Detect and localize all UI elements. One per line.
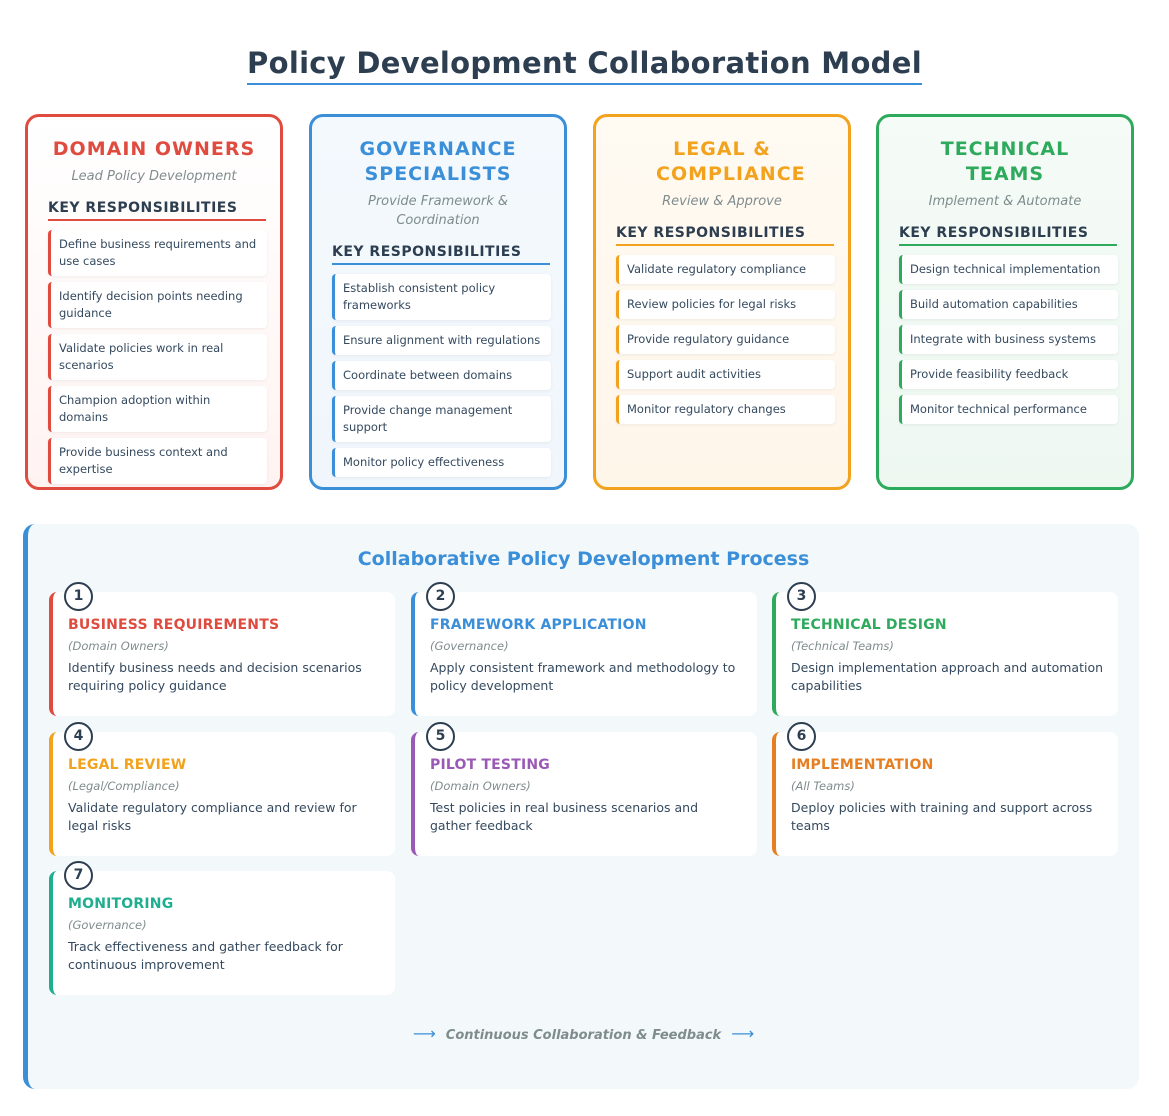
- responsibility-item: Champion adoption within domains: [48, 386, 267, 432]
- responsibility-item: Establish consistent policy frameworks: [332, 274, 551, 320]
- role-card-domain-owners: DOMAIN OWNERS Lead Policy Development KE…: [25, 114, 283, 490]
- step-description: Apply consistent framework and methodolo…: [430, 660, 736, 693]
- process-step-business-requirements: 1 BUSINESS REQUIREMENTS (Domain Owners) …: [49, 582, 395, 716]
- role-subtitle: Review & Approve: [662, 194, 782, 209]
- role-name: TECHNICAL TEAMS: [940, 138, 1070, 185]
- role-subtitle: Lead Policy Development: [71, 169, 237, 184]
- step-description: Validate regulatory compliance and revie…: [68, 800, 357, 833]
- process-title: Collaborative Policy Development Process: [357, 548, 810, 570]
- role-subtitle: Provide Framework & Coordination: [367, 194, 508, 228]
- step-title: PILOT TESTING: [430, 757, 550, 773]
- responsibility-item: Validate policies work in real scenarios: [48, 334, 267, 380]
- page-title-wrap: Policy Development Collaboration Model: [0, 46, 1169, 85]
- step-description: Track effectiveness and gather feedback …: [68, 939, 343, 972]
- process-step-technical-design: 3 TECHNICAL DESIGN (Technical Teams) Des…: [772, 582, 1118, 716]
- responsibility-item: Design technical implementation: [899, 255, 1118, 284]
- process-step-monitoring: 7 MONITORING (Governance) Track effectiv…: [49, 861, 395, 995]
- step-number: 7: [64, 861, 93, 890]
- step-number: 1: [64, 582, 93, 611]
- step-number: 3: [787, 582, 816, 611]
- responsibilities-heading: KEY RESPONSIBILITIES: [899, 225, 1117, 246]
- step-description: Identify business needs and decision sce…: [68, 660, 362, 693]
- step-title: LEGAL REVIEW: [68, 757, 187, 773]
- process-step-pilot-testing: 5 PILOT TESTING (Domain Owners) Test pol…: [411, 722, 757, 856]
- responsibilities-heading: KEY RESPONSIBILITIES: [48, 200, 266, 221]
- step-title: BUSINESS REQUIREMENTS: [68, 617, 280, 633]
- footer-text: Continuous Collaboration & Feedback: [445, 1028, 722, 1043]
- step-owner: (Legal/Compliance): [68, 779, 180, 793]
- process-section: Collaborative Policy Development Process…: [23, 524, 1139, 1089]
- responsibility-item: Validate regulatory compliance: [616, 255, 835, 284]
- responsibility-item: Monitor policy effectiveness: [332, 448, 551, 477]
- process-footer: ⟶ Continuous Collaboration & Feedback ⟶: [28, 1024, 1139, 1043]
- step-description: Test policies in real business scenarios…: [430, 800, 699, 833]
- role-name: LEGAL & COMPLIANCE: [656, 138, 806, 185]
- step-number: 2: [426, 582, 455, 611]
- responsibilities-heading: KEY RESPONSIBILITIES: [616, 225, 834, 246]
- role-card-governance-specialists: GOVERNANCE SPECIALISTS Provide Framework…: [309, 114, 567, 490]
- step-number: 4: [64, 722, 93, 751]
- process-step-framework-application: 2 FRAMEWORK APPLICATION (Governance) App…: [411, 582, 757, 716]
- process-step-legal-review: 4 LEGAL REVIEW (Legal/Compliance) Valida…: [49, 722, 395, 856]
- responsibility-item: Build automation capabilities: [899, 290, 1118, 319]
- arrow-right-icon: ⟶: [731, 1024, 755, 1043]
- responsibility-item: Provide regulatory guidance: [616, 325, 835, 354]
- responsibility-item: Ensure alignment with regulations: [332, 326, 551, 355]
- step-description: Design implementation approach and autom…: [791, 660, 1104, 693]
- arrow-right-icon: ⟶: [412, 1024, 436, 1043]
- role-name: GOVERNANCE SPECIALISTS: [359, 138, 517, 185]
- responsibility-item: Support audit activities: [616, 360, 835, 389]
- role-subtitle: Implement & Automate: [928, 194, 1082, 209]
- step-number: 5: [426, 722, 455, 751]
- step-owner: (Domain Owners): [430, 779, 531, 793]
- responsibility-item: Monitor technical performance: [899, 395, 1118, 424]
- step-title: IMPLEMENTATION: [791, 757, 934, 773]
- step-title: FRAMEWORK APPLICATION: [430, 617, 647, 633]
- page-title: Policy Development Collaboration Model: [247, 46, 922, 85]
- step-number: 6: [787, 722, 816, 751]
- responsibility-item: Identify decision points needing guidanc…: [48, 282, 267, 328]
- step-description: Deploy policies with training and suppor…: [791, 800, 1093, 833]
- responsibility-item: Review policies for legal risks: [616, 290, 835, 319]
- step-owner: (Domain Owners): [68, 639, 169, 653]
- step-owner: (All Teams): [791, 779, 855, 793]
- step-owner: (Governance): [430, 639, 509, 653]
- responsibility-item: Monitor regulatory changes: [616, 395, 835, 424]
- step-title: MONITORING: [68, 896, 174, 912]
- role-name: DOMAIN OWNERS: [52, 138, 256, 160]
- step-title: TECHNICAL DESIGN: [791, 617, 947, 633]
- role-card-technical-teams: TECHNICAL TEAMS Implement & Automate KEY…: [876, 114, 1134, 490]
- process-step-implementation: 6 IMPLEMENTATION (All Teams) Deploy poli…: [772, 722, 1118, 856]
- responsibility-item: Provide business context and expertise: [48, 438, 267, 484]
- role-card-legal-compliance: LEGAL & COMPLIANCE Review & Approve KEY …: [593, 114, 851, 490]
- step-owner: (Governance): [68, 918, 147, 932]
- responsibility-item: Provide change management support: [332, 396, 551, 442]
- responsibility-item: Integrate with business systems: [899, 325, 1118, 354]
- responsibilities-heading: KEY RESPONSIBILITIES: [332, 244, 550, 265]
- step-owner: (Technical Teams): [791, 639, 894, 653]
- responsibility-item: Coordinate between domains: [332, 361, 551, 390]
- responsibility-item: Define business requirements and use cas…: [48, 230, 267, 276]
- responsibility-item: Provide feasibility feedback: [899, 360, 1118, 389]
